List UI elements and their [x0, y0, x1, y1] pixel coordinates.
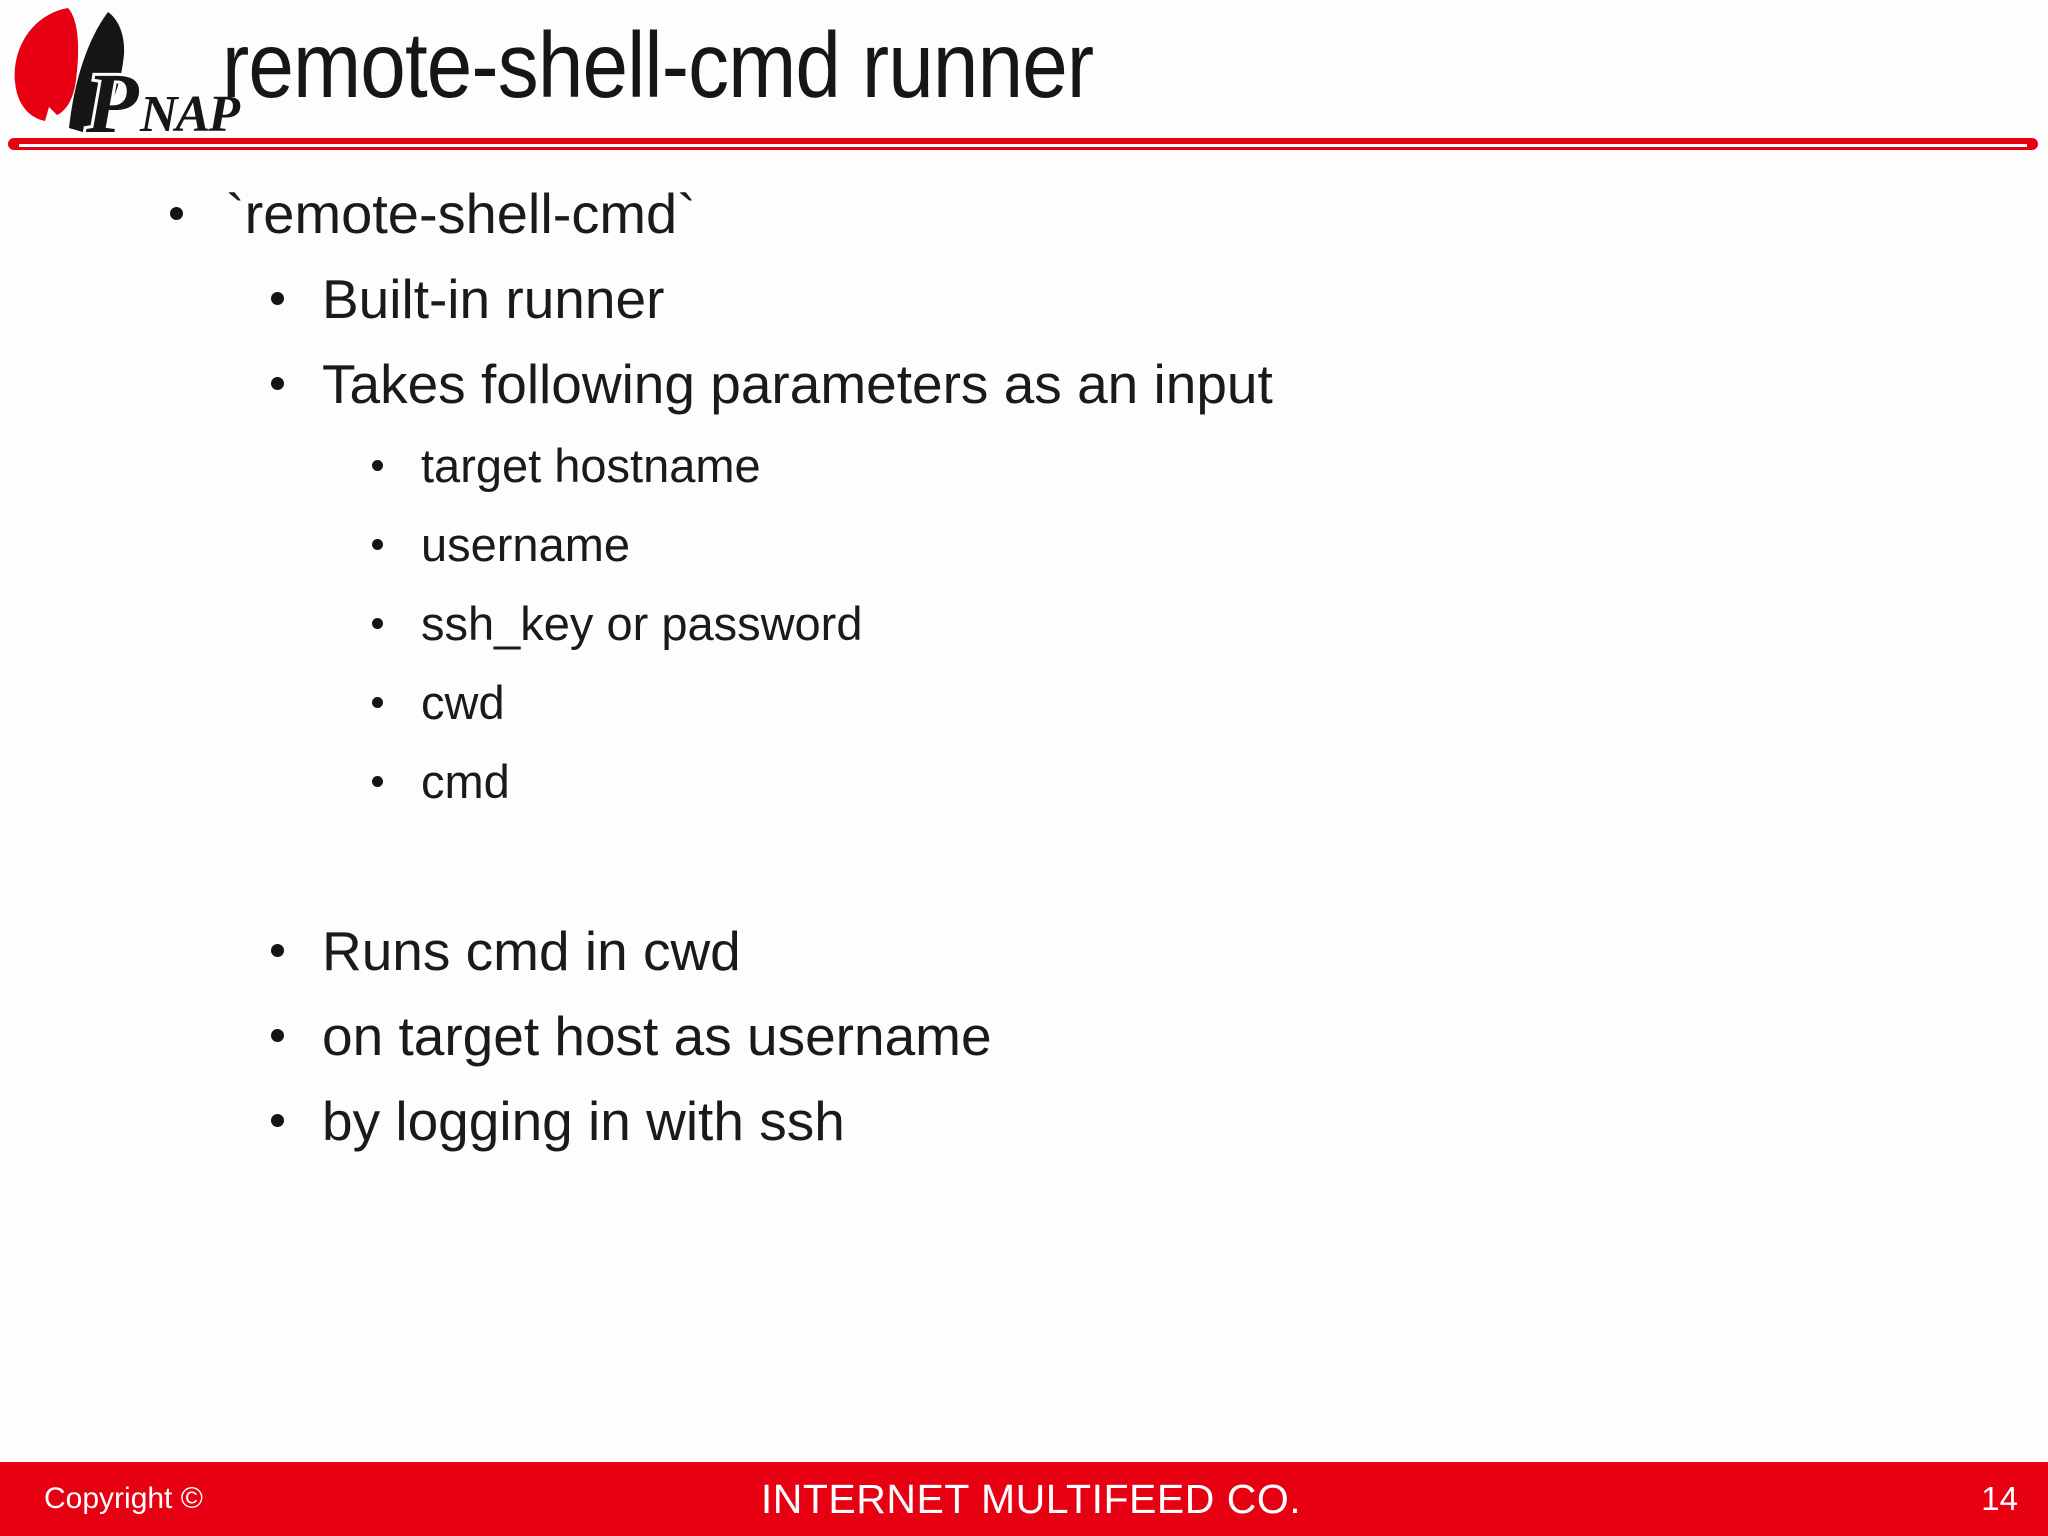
- bullet-dot-icon: [372, 776, 383, 787]
- list-item: username: [0, 505, 2048, 584]
- bullet-dot-icon: [271, 944, 284, 957]
- list-item: by logging in with ssh: [0, 1078, 2048, 1163]
- bullet-list: `remote-shell-cmd` Built-in runner Takes…: [0, 170, 2048, 1163]
- footer-page-number: 14: [1981, 1480, 2018, 1517]
- list-item-label: by logging in with ssh: [322, 1089, 845, 1152]
- list-item-label: target hostname: [421, 439, 761, 492]
- logo-nap-text: NAP: [139, 86, 241, 142]
- list-item: target hostname: [0, 426, 2048, 505]
- list-item: Built-in runner: [0, 256, 2048, 341]
- bullet-dot-icon: [372, 539, 383, 550]
- bullet-dot-icon: [271, 292, 284, 305]
- logo-monogram-text: P: [85, 55, 140, 142]
- list-item: cmd: [0, 742, 2048, 821]
- logo-black-sail: [69, 12, 125, 133]
- list-item-label: Built-in runner: [322, 267, 665, 330]
- list-item-label: cwd: [421, 676, 505, 729]
- list-item: on target host as username: [0, 993, 2048, 1078]
- list-item-label: on target host as username: [322, 1004, 992, 1067]
- list-item: `remote-shell-cmd`: [0, 170, 2048, 256]
- title-underline-stripe: [19, 144, 2027, 147]
- list-item: cwd: [0, 663, 2048, 742]
- list-item: ssh_key or password: [0, 584, 2048, 663]
- bullet-dot-icon: [372, 697, 383, 708]
- list-item-label: Runs cmd in cwd: [322, 919, 741, 982]
- list-item: Runs cmd in cwd: [0, 908, 2048, 993]
- bullet-dot-icon: [271, 1029, 284, 1042]
- footer-company-name: INTERNET MULTIFEED CO.: [760, 1475, 1302, 1522]
- list-item-label: ssh_key or password: [421, 597, 863, 650]
- bullet-dot-icon: [271, 1114, 284, 1127]
- logo-red-leaf: [14, 8, 79, 121]
- bullet-dot-icon: [372, 460, 383, 471]
- list-item-label: cmd: [421, 755, 510, 808]
- bullet-dot-icon: [372, 618, 383, 629]
- list-item-label: username: [421, 518, 630, 571]
- footer-copyright: Copyright ©: [44, 1482, 203, 1515]
- list-item: Takes following parameters as an input: [0, 341, 2048, 426]
- page-title: remote-shell-cmd runner: [222, 13, 1094, 117]
- bullet-dot-icon: [271, 377, 284, 390]
- footer-bar: Copyright © INTERNET MULTIFEED CO. 14: [0, 1462, 2048, 1536]
- title-underline-rule: [8, 138, 2038, 150]
- jpnap-logo-icon: P NAP: [14, 7, 243, 142]
- list-item-label: Takes following parameters as an input: [322, 352, 1273, 415]
- logo-separator: [61, 7, 107, 131]
- list-item-label: `remote-shell-cmd`: [226, 181, 696, 245]
- bullet-dot-icon: [170, 206, 183, 220]
